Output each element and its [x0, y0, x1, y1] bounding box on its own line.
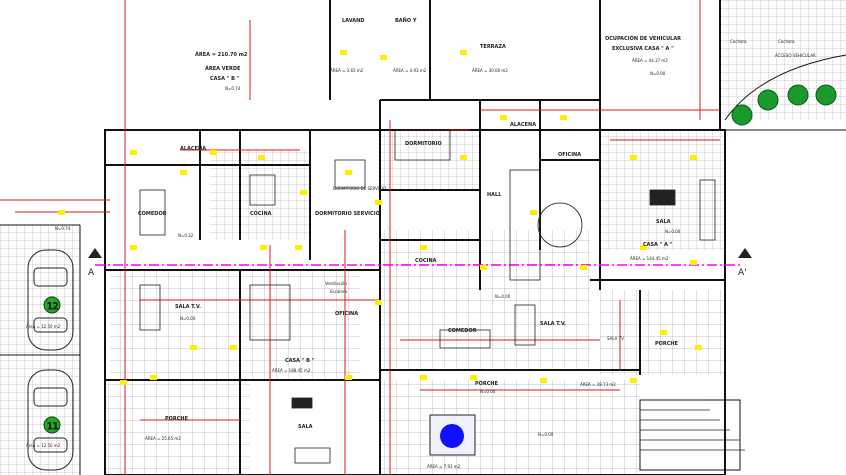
markers [58, 50, 702, 385]
label-oficina-b: OFICINA [335, 311, 358, 317]
label-alacena-a: ALACENA [510, 122, 536, 128]
label-sala-tv-b: SALA T.V. [175, 304, 201, 310]
label-porche-a2: PORCHE [655, 341, 679, 347]
label-n-sala-b: N=0.00 [180, 316, 196, 321]
label-n-a: N=0.00 [665, 229, 681, 234]
label-area-casa-a: ÁREA = 144.45 m2 [630, 256, 669, 261]
label-sala-tv-a: SALA T.V. [540, 321, 566, 327]
label-area-terraza: ÁREA = 30.00 m2 [472, 68, 508, 73]
label-area-lav2: ÁREA = 4.93 m2 [393, 68, 427, 73]
label-area-jardin: ÁREA = 7.93 m2 [427, 464, 461, 469]
label-casa-a: CASA " A " [643, 242, 673, 248]
stair-a [509, 169, 541, 281]
label-n-ocup: N=0.00 [650, 71, 666, 76]
car-12-number: 12 [47, 302, 58, 312]
dining-table-b [139, 189, 166, 236]
label-alacena-b: ALACENA [180, 146, 206, 152]
label-area-lav: ÁREA = 3.65 m2 [330, 68, 364, 73]
label-cochera-a: Cochera [730, 39, 747, 44]
axis-a-left: A [88, 268, 95, 278]
label-sala-b: SALA [298, 424, 313, 430]
sala-a-black [649, 189, 676, 206]
label-banio-y: BAÑO Y [395, 17, 417, 24]
walls [104, 0, 726, 475]
label-n-b2: N=0.00 [495, 294, 511, 299]
sala-b-black [291, 397, 313, 409]
label-porche-b: PORCHE [165, 416, 189, 422]
sofa-tv-b [139, 284, 161, 331]
label-escalera: Escalera [330, 289, 347, 294]
label-dormitorio-servicio-a: DORMITORIO DE SERVICIO [333, 186, 386, 191]
label-area-porche-b: ÁREA = 25.65 m2 [145, 436, 181, 441]
label-n-b: N=0.74 [225, 86, 241, 91]
label-n-32: N=0.32 [178, 233, 194, 238]
dining-table-a [439, 329, 491, 349]
label-porche-a1: PORCHE [475, 381, 499, 387]
label-casa-b2: CASA " B " [285, 358, 315, 364]
label-comedor-a: COMEDOR [448, 328, 477, 334]
sofa-sala-a [699, 179, 716, 241]
label-dormitorio-servicio-b: DORMITORIO SERVICIO [315, 211, 380, 217]
label-area-ocup: ÁREA = 44.37 m2 [632, 58, 668, 63]
label-ventilacion: Ventilación [325, 281, 347, 286]
bed-servicio-a [334, 159, 366, 189]
stair-b [249, 284, 291, 341]
steps [640, 399, 745, 451]
label-area-car-12: Área = 12.50 m2 [26, 324, 61, 329]
label-oficina-a: OFICINA [558, 152, 581, 158]
room-labels: ÁREA = 210.70 m2 ÁREA VERDE CASA " B " N… [26, 17, 816, 469]
label-sala-tv-a2: SALA TV. [607, 336, 625, 341]
section-axis: A A' [88, 248, 752, 278]
label-n-jardin: N=0.00 [538, 432, 554, 437]
car-11-number: 11 [47, 422, 58, 432]
label-area-casa-b2: ÁREA = 188.45 m2 [272, 368, 311, 373]
label-n-74: N=0.74 [55, 226, 71, 231]
parking-cars: 12 11 [27, 249, 74, 471]
label-dormitorio-a: DORMITORIO [405, 141, 442, 147]
label-casa-b: CASA " B " [210, 76, 240, 82]
furniture [139, 129, 716, 464]
label-acceso-vehicular: ACCESO VEHICULAR [775, 53, 816, 58]
label-area-verde-b: ÁREA VERDE [205, 65, 241, 72]
spiral-stair [537, 202, 583, 248]
label-lavanderia: LAVAND [342, 18, 364, 24]
label-exclusiva: EXCLUSIVA CASA " A " [612, 46, 674, 52]
label-cocina-a: COCINA [415, 258, 437, 264]
label-area-casa-b: ÁREA = 210.70 m2 [195, 51, 248, 58]
bed-dorm-a [394, 129, 451, 161]
label-area-car-11: Área = 12.50 m2 [26, 443, 61, 448]
label-cocina-b: COCINA [250, 211, 272, 217]
label-cochera-b: Cochera [778, 39, 795, 44]
kitchen-island-b [249, 174, 276, 206]
sofa-tv-a [514, 304, 536, 346]
fountain-water [440, 424, 464, 448]
label-sala-a: SALA [656, 219, 671, 225]
label-terraza: TERRAZA [480, 44, 506, 50]
sala-b-tv [294, 447, 331, 464]
electrical-lines [0, 0, 720, 475]
trees [731, 84, 837, 126]
label-hall: HALL [487, 192, 502, 198]
label-area-porche-a1: ÁREA = 28.73 m2 [580, 382, 616, 387]
axis-a-right: A' [738, 268, 747, 278]
label-ocupacion: OCUPACIÓN DE VEHICULAR [605, 35, 681, 42]
label-n-com-a: N=0.00 [480, 389, 496, 394]
label-comedor-b: COMEDOR [138, 211, 167, 217]
